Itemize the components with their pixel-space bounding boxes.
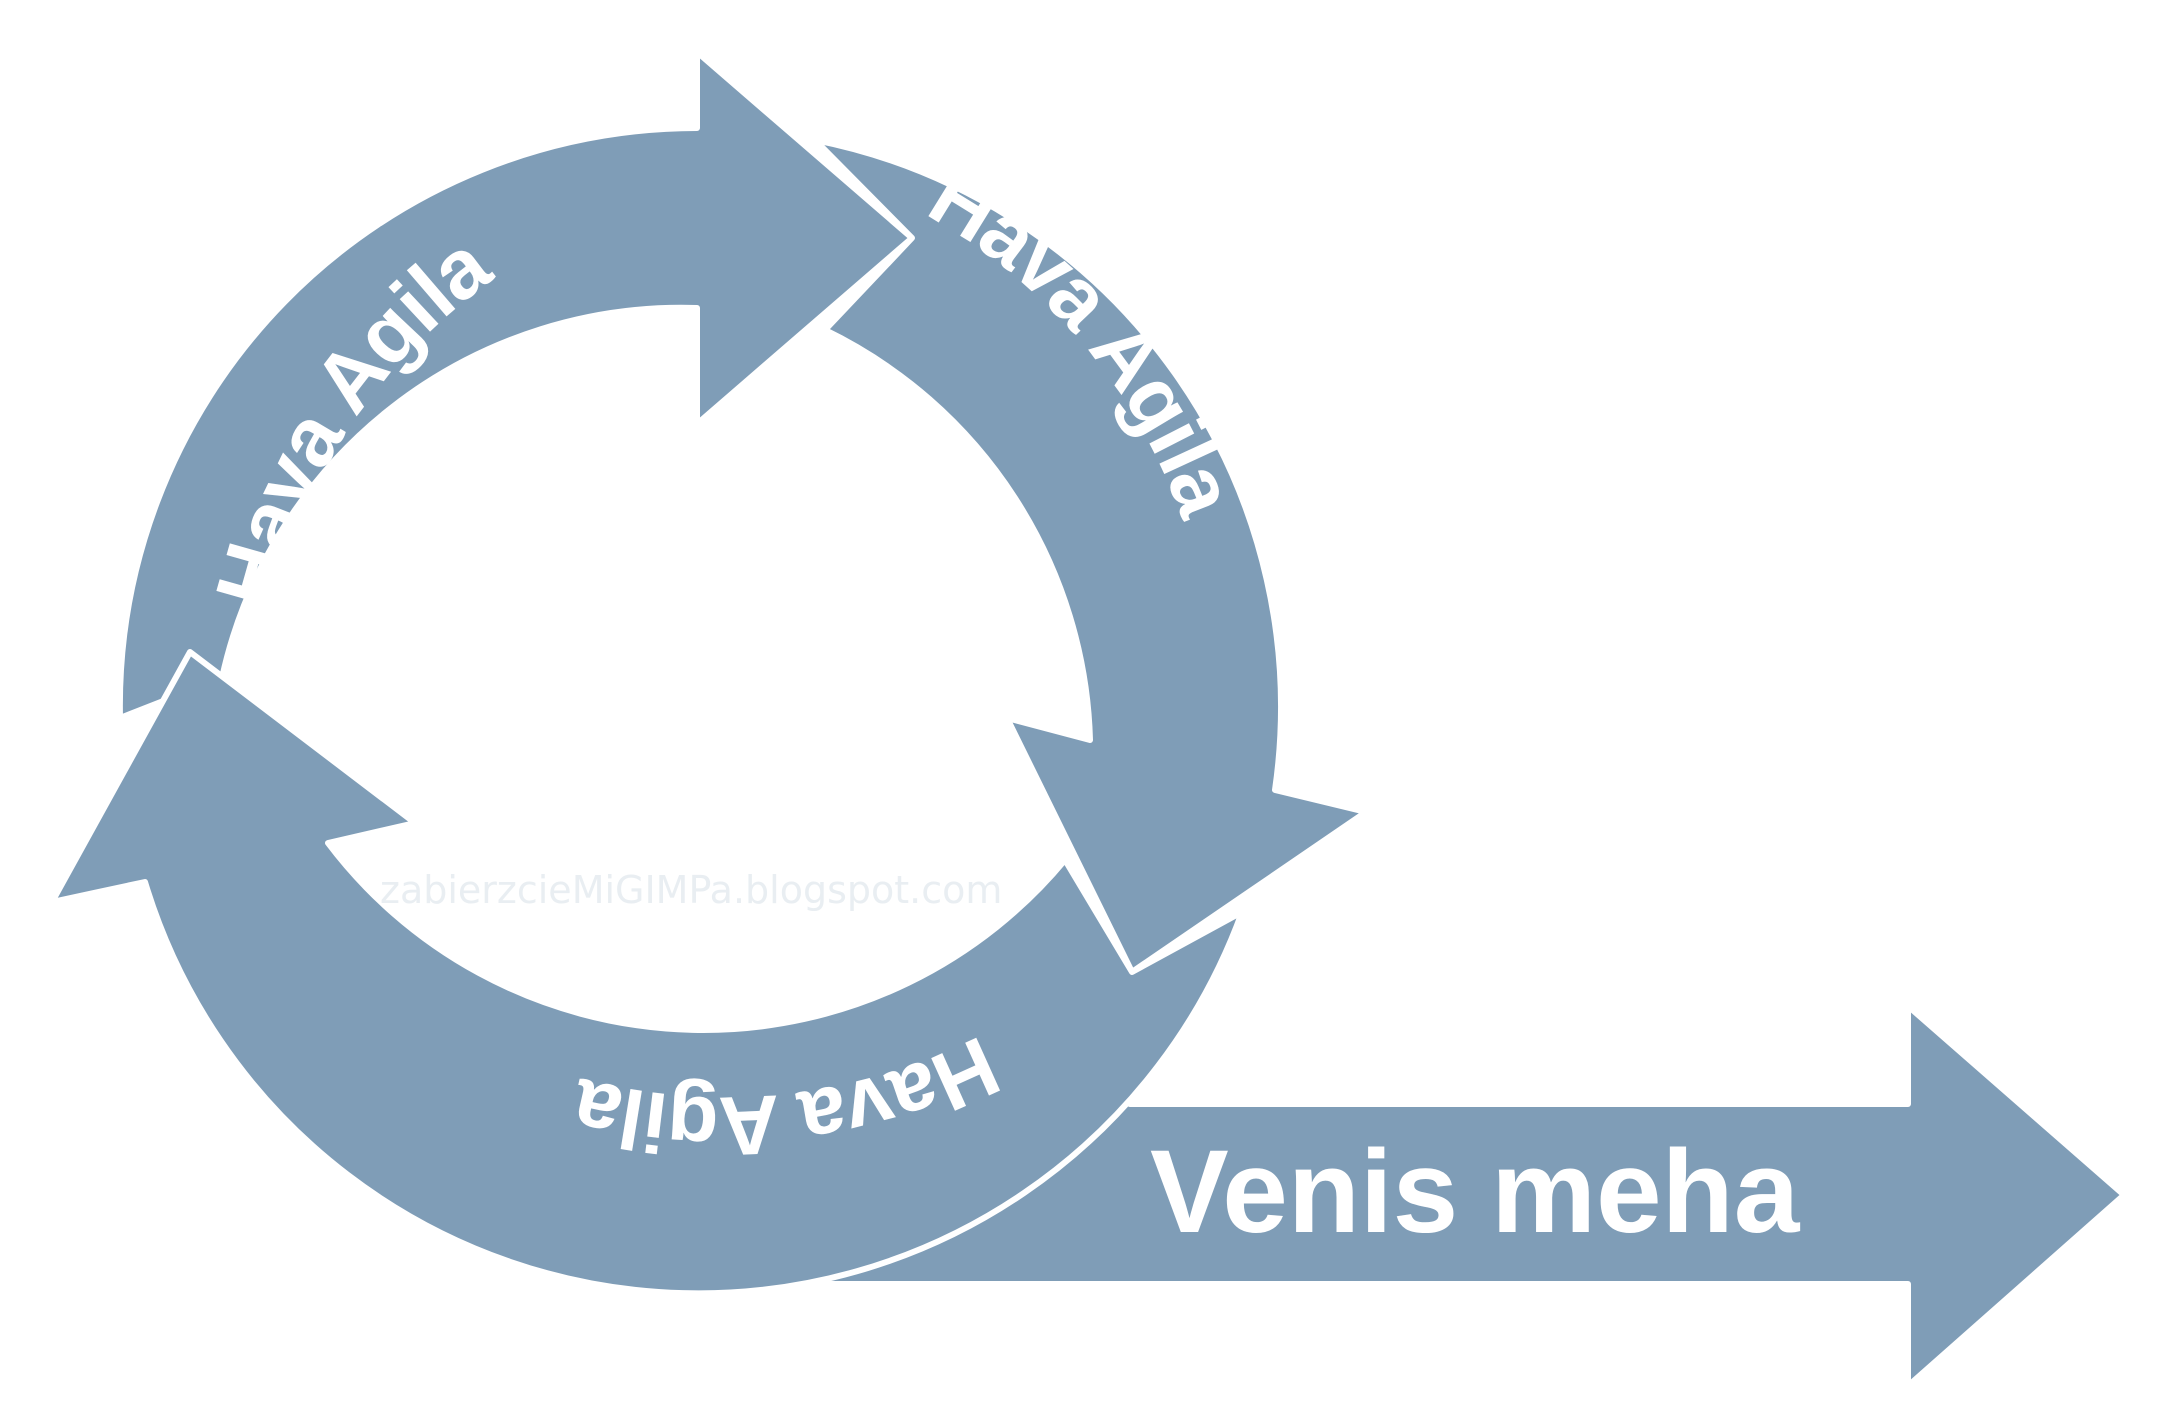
cycle-arrow-right: Hava Agila — [812, 137, 1369, 975]
cycle-arrow-right-shape — [812, 137, 1369, 975]
cycle-arrow-top: Hava Agila — [116, 49, 915, 721]
watermark: zabierzcieMiGIMPa.blogspot.com — [380, 868, 1002, 912]
cycle-arrow-bottom: Hava Agila — [49, 649, 1245, 1297]
exit-arrow-label: Venis meha — [1150, 1126, 1801, 1258]
cycle-arrow-top-shape — [116, 49, 915, 721]
cycle-arrow-bottom-shape — [49, 649, 1245, 1297]
